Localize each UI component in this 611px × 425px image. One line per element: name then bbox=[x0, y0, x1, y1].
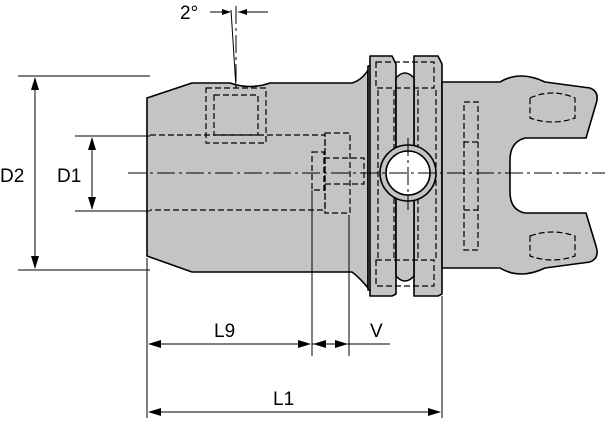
bore-end-step bbox=[324, 132, 351, 214]
d2-arrow-top bbox=[31, 77, 39, 90]
d1-label-bg bbox=[56, 163, 86, 185]
d1-arrow-bottom bbox=[88, 197, 96, 210]
angle-label: 2° bbox=[180, 3, 198, 24]
angle-arrow-right bbox=[238, 9, 247, 15]
d1-label: D1 bbox=[57, 166, 81, 187]
set-screw-inner bbox=[213, 94, 259, 136]
l1-label: L1 bbox=[273, 389, 294, 410]
fork bbox=[441, 75, 598, 275]
d2-label-bg bbox=[0, 163, 30, 185]
fork-pocket-top bbox=[529, 92, 576, 123]
v-arrow-left bbox=[313, 340, 326, 348]
angle-tilt-line bbox=[230, 9, 237, 89]
slot-top bbox=[375, 61, 435, 89]
d2-label: D2 bbox=[0, 166, 24, 187]
angle-arrow-left bbox=[222, 9, 231, 15]
screw-body bbox=[323, 157, 365, 185]
l9-arrow-right bbox=[298, 340, 311, 348]
slot-bottom bbox=[375, 259, 435, 287]
d2-arrow-bottom bbox=[31, 256, 39, 269]
v-label: V bbox=[370, 321, 383, 342]
dimensions: 2° D2 D1 L9 V L1 bbox=[0, 3, 443, 418]
fork-pocket-bottom bbox=[529, 231, 576, 261]
d1-arrow-top bbox=[88, 137, 96, 150]
l9-label: L9 bbox=[214, 321, 235, 342]
l1-arrow-right bbox=[428, 408, 441, 416]
tool-body bbox=[146, 55, 598, 297]
shank bbox=[146, 69, 369, 289]
v-arrow-right bbox=[335, 340, 348, 348]
l1-arrow-left bbox=[148, 408, 161, 416]
l9-arrow-left bbox=[148, 340, 161, 348]
